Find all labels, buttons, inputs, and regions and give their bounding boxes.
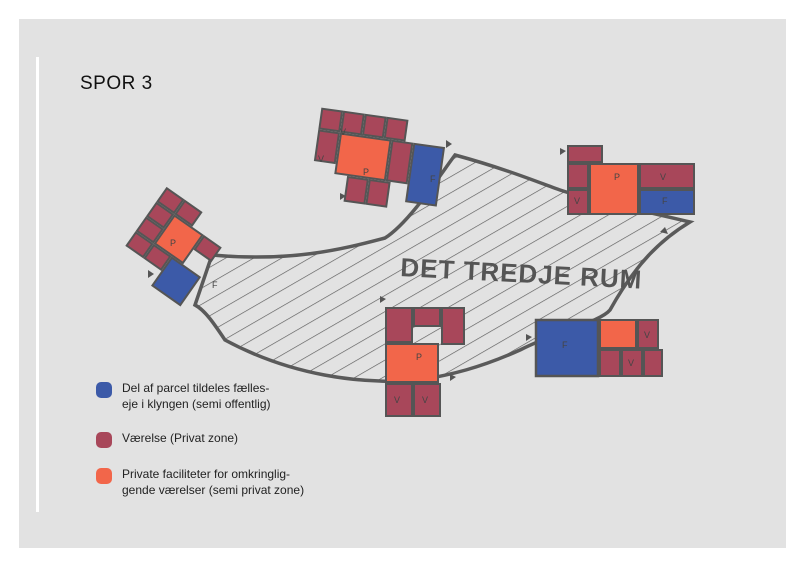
room-label: V bbox=[422, 395, 428, 405]
legend-item-shared: Del af parcel tildeles fælles- eje i kly… bbox=[96, 380, 271, 412]
room-label: V bbox=[660, 172, 666, 182]
room-label: V bbox=[628, 358, 634, 368]
room-label: V bbox=[574, 196, 580, 206]
room-label: V bbox=[340, 127, 346, 137]
private-label: P bbox=[170, 238, 176, 248]
shared-label: F bbox=[662, 196, 668, 206]
legend-text-line: Private faciliteter for omkringlig- bbox=[122, 467, 291, 481]
room-labels: V V P F P F V V P F P V V F V V bbox=[170, 127, 668, 405]
room-label: V bbox=[394, 395, 400, 405]
legend-text-line: Værelse (Privat zone) bbox=[122, 431, 239, 445]
legend-swatch-blue bbox=[96, 382, 112, 398]
page-title: SPOR 3 bbox=[80, 73, 153, 94]
shared-label: F bbox=[212, 280, 218, 290]
legend-text-line: eje i klyngen (semi offentlig) bbox=[122, 397, 271, 411]
vertical-rule bbox=[36, 57, 39, 512]
entry-arrows bbox=[148, 140, 668, 381]
legend-item-room: Værelse (Privat zone) bbox=[96, 430, 238, 448]
private-label: P bbox=[614, 172, 620, 182]
legend-swatch-orange bbox=[96, 468, 112, 484]
cluster-right-top bbox=[567, 145, 695, 215]
shared-label: F bbox=[430, 174, 436, 184]
cluster-top bbox=[313, 107, 446, 208]
shared-label: F bbox=[562, 340, 568, 350]
legend-swatch-red bbox=[96, 432, 112, 448]
legend-text-line: gende værelser (semi privat zone) bbox=[122, 483, 305, 497]
room-label: V bbox=[644, 330, 650, 340]
private-label: P bbox=[416, 352, 422, 362]
cluster-left bbox=[125, 186, 222, 307]
cluster-bottom-middle bbox=[385, 307, 465, 417]
legend-item-private: Private faciliteter for omkringlig- gend… bbox=[96, 466, 304, 498]
private-label: P bbox=[363, 167, 369, 177]
room-label: V bbox=[318, 154, 324, 164]
legend-text-line: Del af parcel tildeles fælles- bbox=[122, 381, 270, 395]
cluster-bottom-right bbox=[534, 318, 663, 378]
